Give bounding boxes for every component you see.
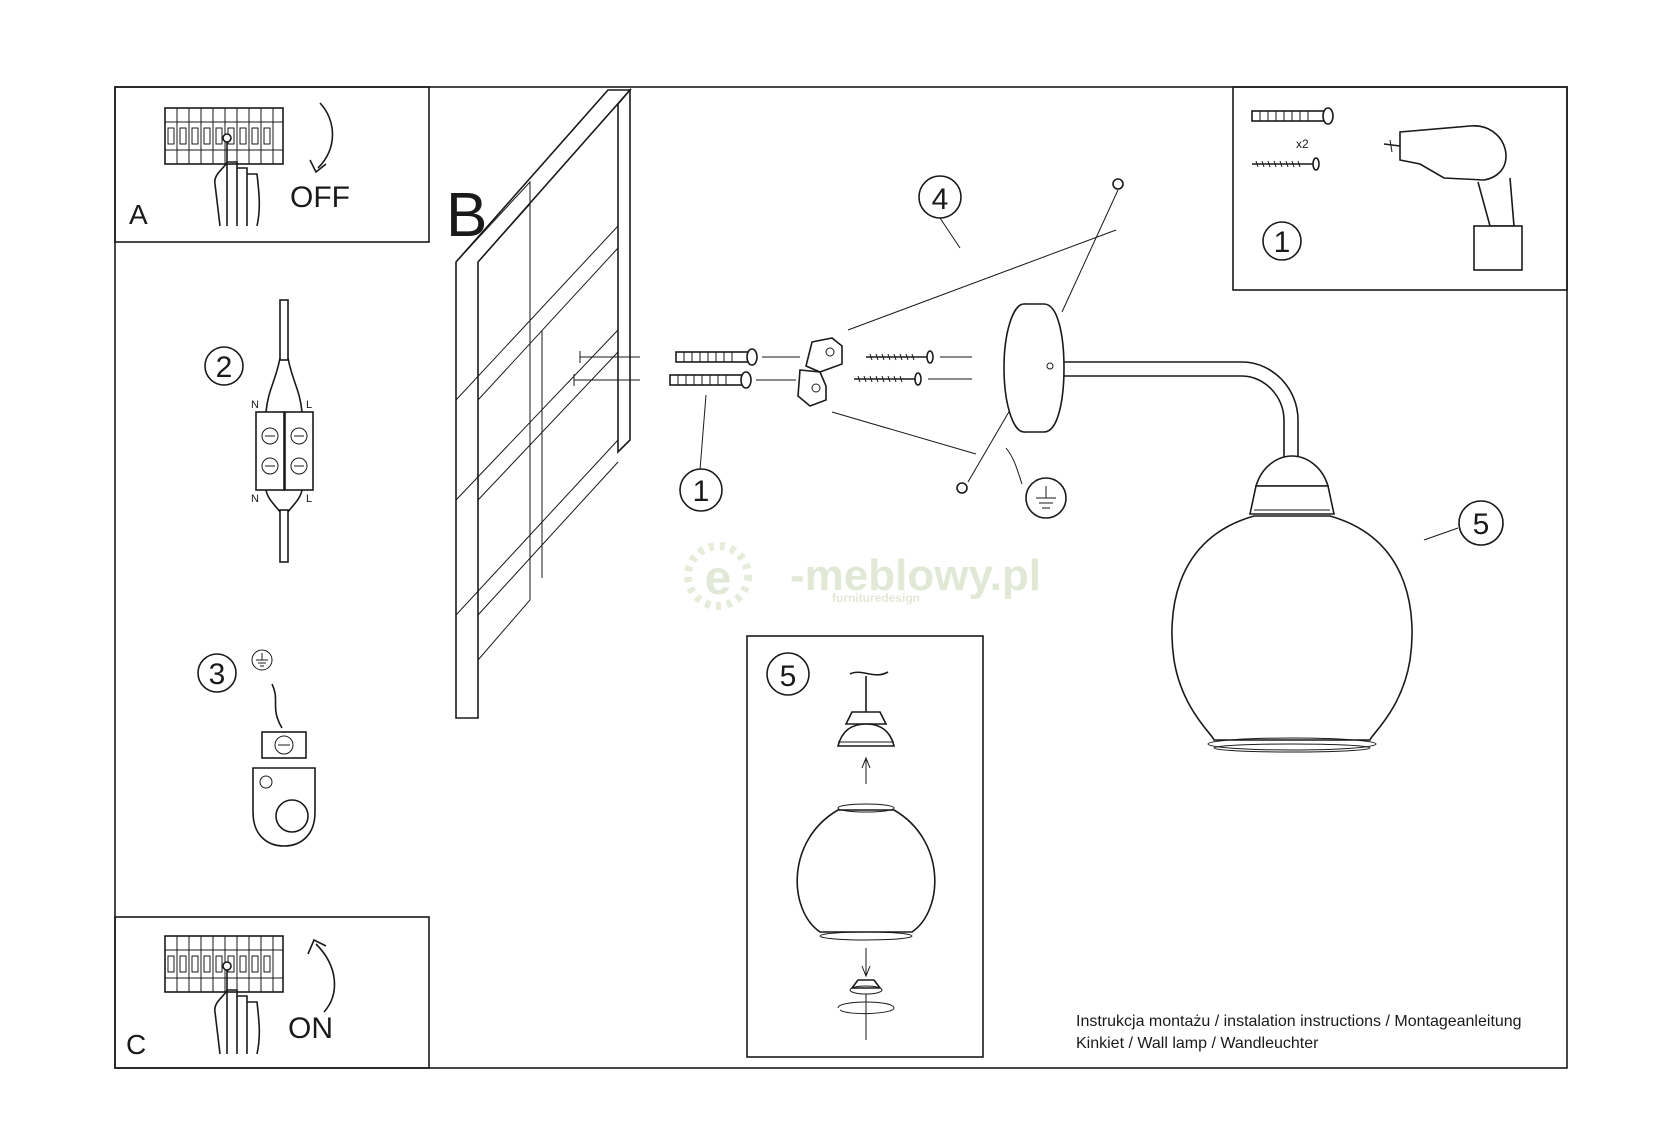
canopy-plate (1003, 303, 1065, 433)
step-2-number: 2 (216, 351, 233, 384)
step-2-connector: 2 N L N L (204, 299, 314, 563)
panel-a: A OFF (114, 86, 430, 243)
arrow-down-icon (317, 102, 334, 169)
footer-line-1: Instrukcja montażu / instalation instruc… (1076, 1013, 1522, 1030)
wall-fixings (573, 348, 800, 471)
footer-line-2: Kinkiet / Wall lamp / Wandleuchter (1076, 1035, 1319, 1052)
on-label: ON (288, 1012, 333, 1045)
breaker-on-icon (164, 935, 284, 1055)
off-label: OFF (290, 181, 350, 214)
watermark-text: -meblowy.pl (790, 551, 1041, 600)
panel-c: C ON (114, 916, 430, 1069)
step-4-number: 4 (932, 183, 949, 216)
label-n-top: N (251, 399, 259, 411)
breaker-off-icon (164, 107, 284, 227)
step-5-main-number: 5 (1473, 508, 1490, 541)
earth-symbol (1025, 477, 1067, 519)
tools-step-number: 1 (1274, 226, 1291, 259)
arrow-up-icon (315, 943, 336, 1013)
screw-icon (1251, 157, 1320, 171)
detail-panel-5: 5 (746, 635, 984, 1058)
watermark: e -meblowy.pl furnituredesign (684, 542, 1041, 610)
dowel-quantity: x2 (1296, 137, 1309, 151)
panel-a-letter: A (129, 199, 148, 230)
drill-icon (1383, 125, 1523, 271)
watermark-prefix: e (705, 552, 732, 605)
wall-tiles (455, 87, 632, 719)
tools-panel: x2 1 (1232, 86, 1568, 291)
mounting-bracket (797, 337, 972, 407)
dowel-icon (1251, 107, 1334, 125)
step-3-number: 3 (209, 658, 226, 691)
outer-frame (114, 86, 1568, 1069)
step-5-detail-number: 5 (780, 660, 797, 693)
label-l-top: L (306, 399, 312, 411)
lamp-arm (1064, 361, 1299, 460)
label-n-bottom: N (251, 493, 259, 505)
lamp-shade: 5 (1171, 455, 1504, 753)
watermark-tagline: furnituredesign (832, 591, 920, 605)
callout-4: 4 (831, 175, 1124, 494)
wall-step-number: 1 (693, 475, 710, 508)
panel-c-letter: C (126, 1029, 146, 1060)
earth-icon (251, 649, 273, 671)
label-l-bottom: L (306, 493, 312, 505)
step-3-earth: 3 (197, 649, 316, 847)
